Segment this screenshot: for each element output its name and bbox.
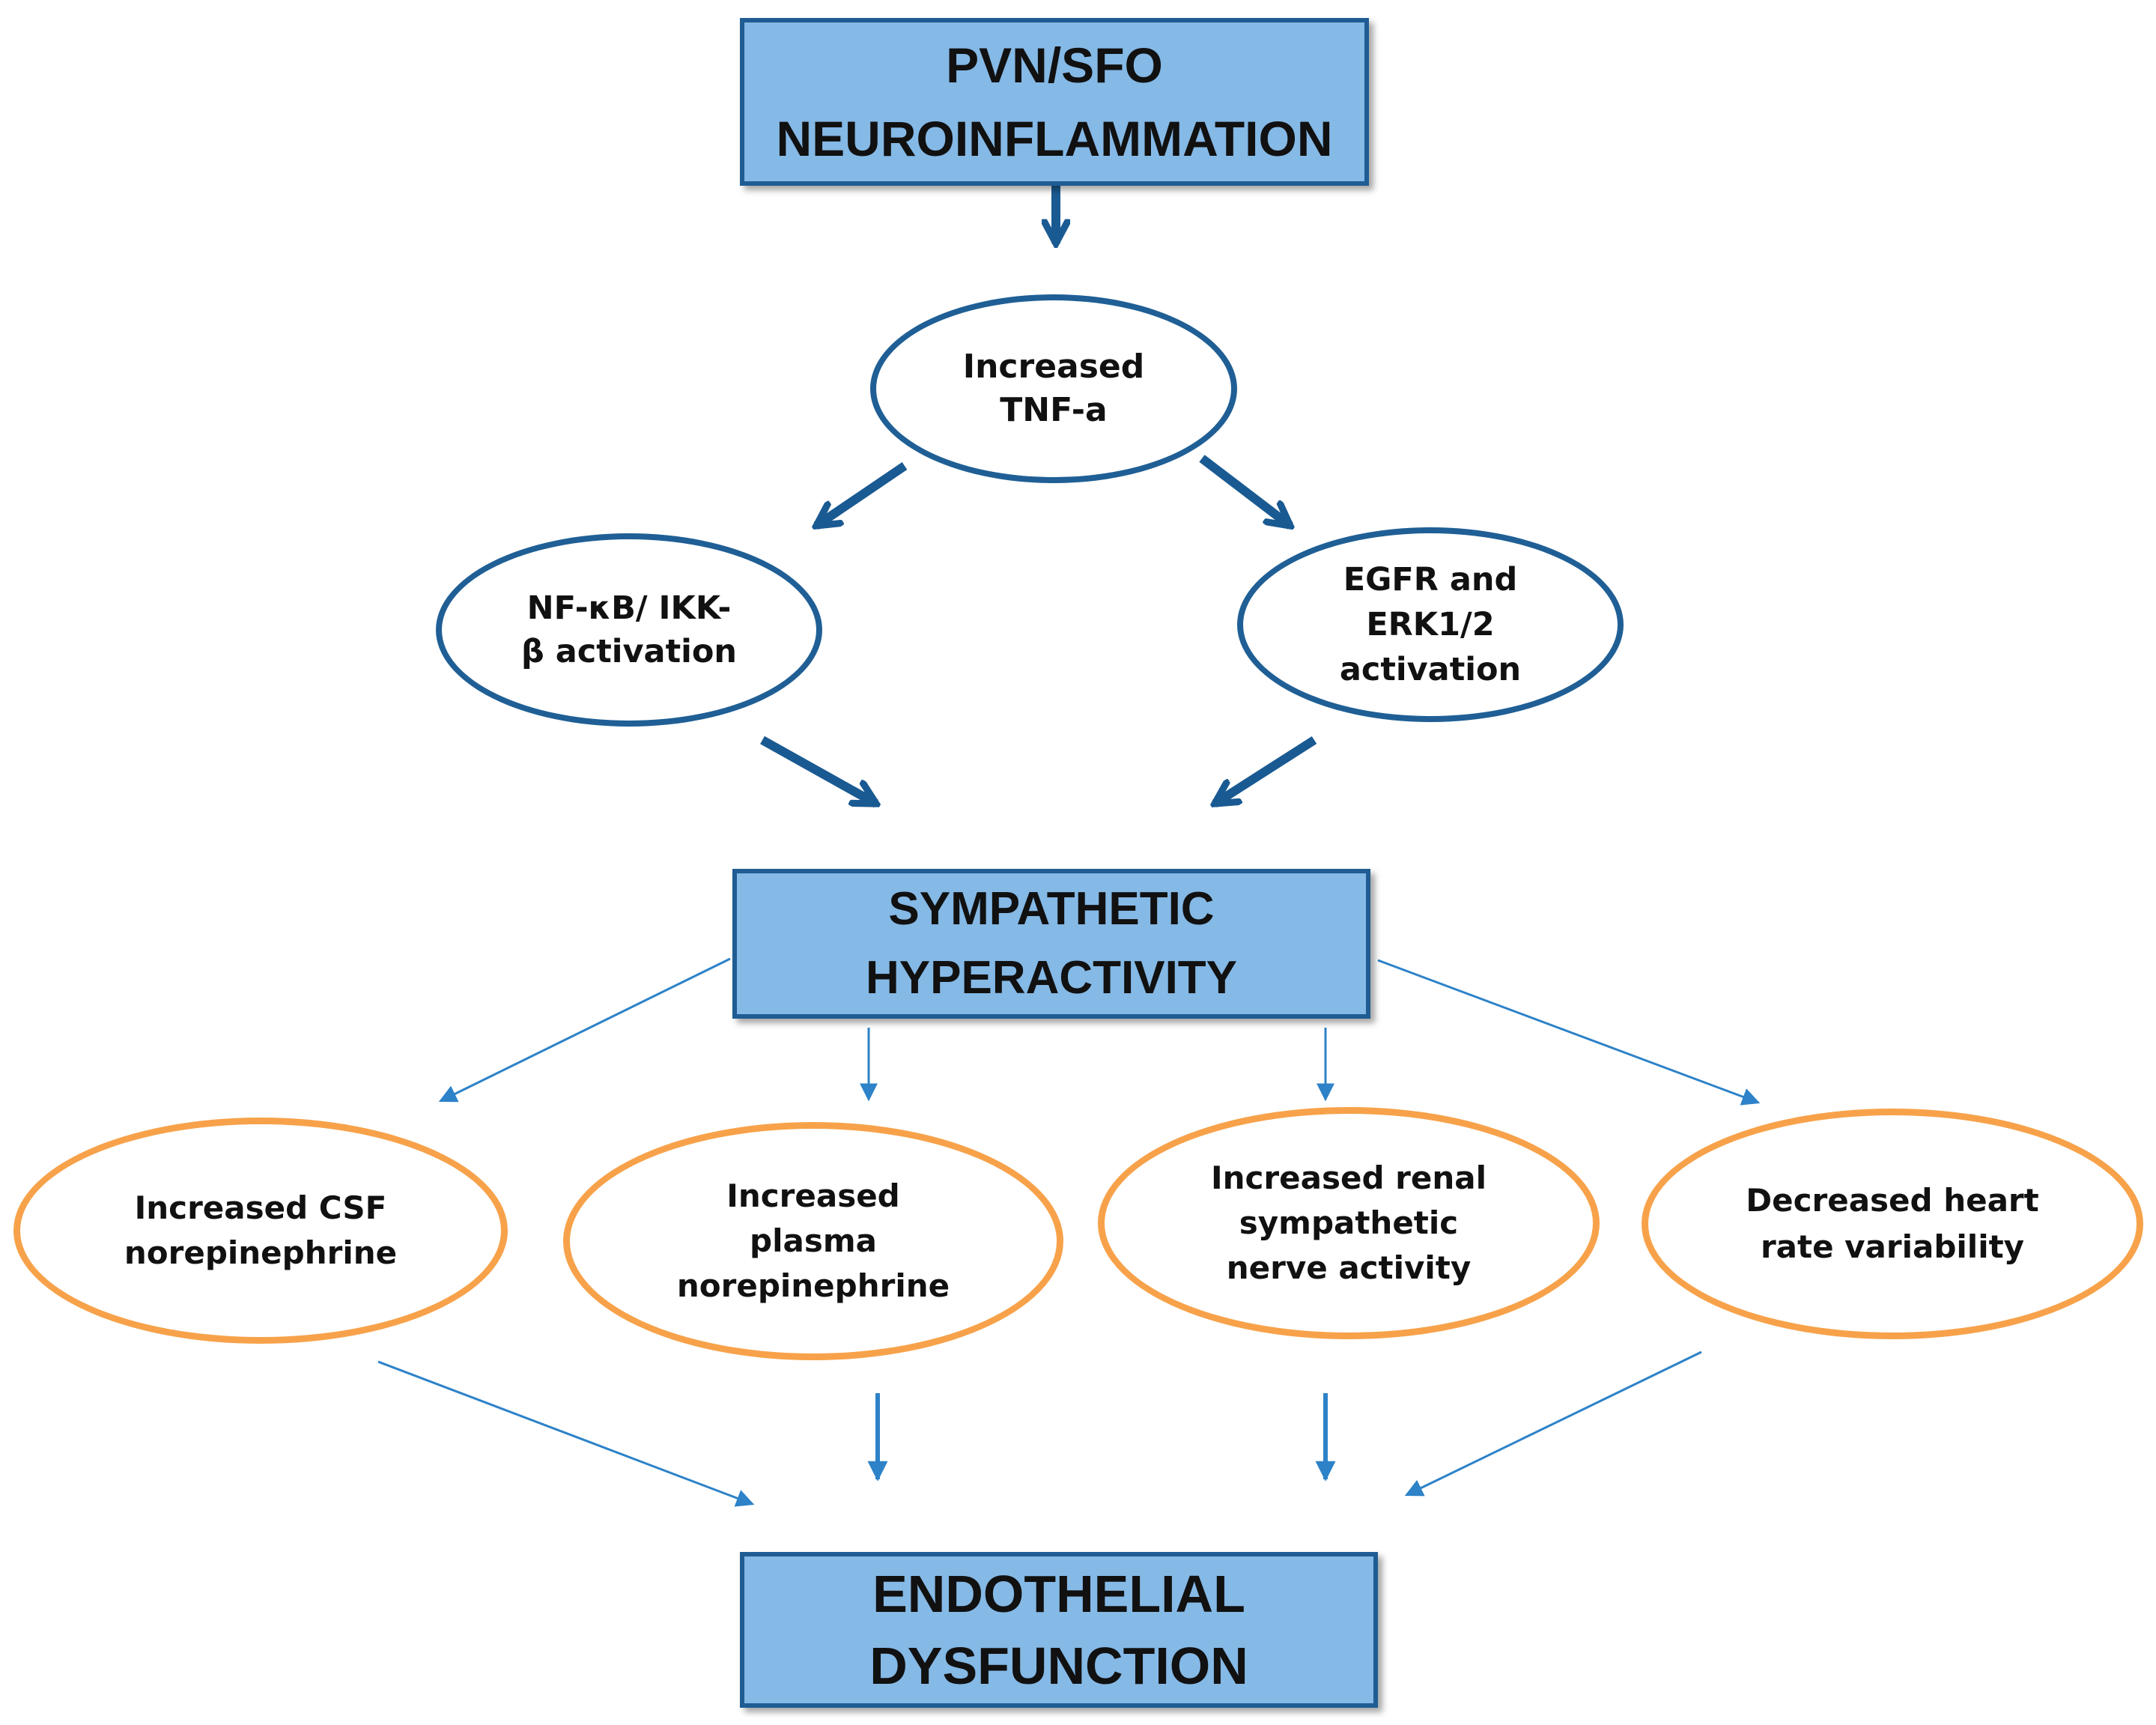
arrow-nfkb-to-sympathetic — [760, 736, 876, 808]
endothelial-line-2: DYSFUNCTION — [869, 1637, 1248, 1695]
nfkb-oval: NF-κB/ IKK- β activation — [436, 533, 822, 727]
outcome-oval-csf: Increased CSF norepinephrine — [13, 1118, 508, 1344]
sympathetic-line-1: SYMPATHETIC — [888, 883, 1215, 935]
nfkb-line-1: NF-κB/ IKK- — [526, 589, 732, 627]
plasma-line-2: plasma — [750, 1222, 877, 1259]
neuroinflammation-line-2: NEUROINFLAMMATION — [776, 111, 1333, 166]
egfr-line-2: ERK1/2 — [1366, 606, 1495, 643]
renal-line-3: nerve activity — [1226, 1249, 1472, 1286]
renal-line-2: sympathetic — [1239, 1204, 1459, 1241]
sympathetic-hyperactivity-box: SYMPATHETIC HYPERACTIVITY — [732, 869, 1370, 1019]
outcome-oval-renal: Increased renal sympathetic nerve activi… — [1098, 1107, 1600, 1339]
arrow-csf-to-endothelial — [377, 1360, 755, 1507]
outcome-oval-plasma: Increased plasma norepinephrine — [563, 1122, 1063, 1360]
egfr-line-3: activation — [1339, 651, 1522, 688]
hrv-line-1: Decreased heart — [1746, 1182, 2039, 1219]
egfr-line-1: EGFR and — [1343, 561, 1518, 598]
arrow-egfr-to-sympathetic — [1215, 736, 1317, 804]
nfkb-line-2: β activation — [520, 633, 738, 670]
egfr-oval: EGFR and ERK1/2 activation — [1237, 527, 1624, 722]
endothelial-dysfunction-box: ENDOTHELIAL DYSFUNCTION — [740, 1552, 1378, 1708]
tnf-line-2: TNF-a — [1000, 391, 1108, 429]
plasma-line-3: norepinephrine — [676, 1267, 950, 1304]
neuroinflammation-box: PVN/SFO NEUROINFLAMMATION — [740, 18, 1369, 186]
hrv-line-2: rate variability — [1760, 1228, 2025, 1265]
csf-line-1: Increased CSF — [134, 1189, 387, 1226]
arrow-hrv-to-endothelial — [1404, 1350, 1702, 1497]
renal-line-1: Increased renal — [1211, 1159, 1487, 1196]
outcome-oval-hrv: Decreased heart rate variability — [1642, 1109, 2143, 1339]
neuroinflammation-line-1: PVN/SFO — [946, 37, 1163, 93]
sympathetic-line-2: HYPERACTIVITY — [865, 952, 1238, 1004]
tnf-line-1: Increased — [962, 348, 1145, 386]
plasma-line-1: Increased — [726, 1177, 900, 1214]
arrow-sympathetic-to-hrv — [1377, 959, 1761, 1106]
arrow-tnf-to-egfr — [1199, 455, 1290, 526]
arrow-tnf-to-nfkb — [816, 462, 908, 526]
endothelial-line-1: ENDOTHELIAL — [872, 1565, 1245, 1623]
csf-line-2: norepinephrine — [124, 1234, 398, 1271]
tnf-oval: Increased TNF-a — [870, 294, 1237, 483]
arrow-sympathetic-to-csf — [438, 957, 731, 1103]
